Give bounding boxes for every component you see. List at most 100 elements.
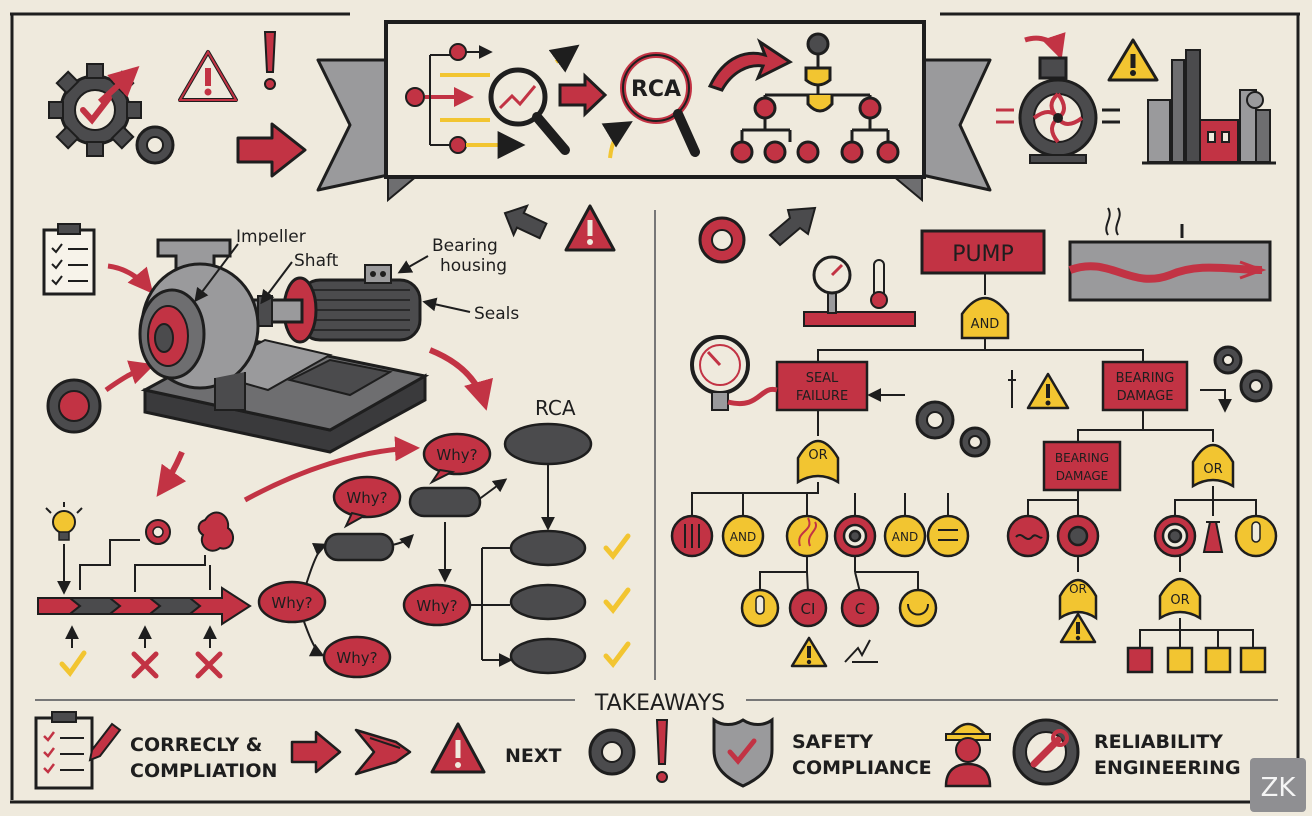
- takeaway-safety-line1: SAFETY: [792, 731, 873, 753]
- takeaway-safety-line2: COMPLIANCE: [792, 757, 932, 779]
- fault-tree-lines: [691, 273, 1257, 648]
- lightbulb-icon: [45, 502, 83, 541]
- seal-failure-label-2: FAILURE: [796, 389, 848, 404]
- top-event-label: PUMP: [952, 242, 1014, 267]
- warning-icon: [1107, 38, 1159, 82]
- exclamation-icon: [655, 719, 669, 783]
- why-bubble-4: Why?: [402, 583, 472, 627]
- gear-icon: [698, 216, 746, 264]
- impeller-label: Impeller: [236, 227, 306, 247]
- fault-tree-top-event: PUMP: [920, 229, 1046, 275]
- checklist-pencil-icon: [34, 711, 122, 790]
- takeaways-title: TAKEAWAYS: [594, 691, 725, 716]
- arrow-right-icon: [236, 122, 307, 178]
- cross-icon: [195, 651, 223, 679]
- c-event-label: C: [855, 600, 865, 618]
- ci-event-label: CI: [801, 600, 816, 618]
- center-top-icons: [503, 204, 616, 252]
- takeaway-1-line1: CORRECLY &: [130, 734, 262, 756]
- sub-bearing-label-1: BEARING: [1055, 451, 1109, 465]
- why-text-1: Why?: [436, 446, 477, 464]
- arrow-down-left: [156, 450, 187, 497]
- why-text-2: Why?: [346, 489, 387, 507]
- rca-flow-title: RCA: [535, 396, 576, 420]
- why-bubble-3: Why?: [257, 580, 327, 624]
- why-text-5: Why?: [336, 649, 377, 667]
- bearing-housing-label-2: housing: [440, 256, 507, 276]
- gear-icon: [145, 519, 171, 545]
- check-icons: [603, 533, 631, 668]
- gears-icon: [1213, 345, 1273, 403]
- factory-icon: [1142, 49, 1276, 165]
- arrow-to-rca: [428, 347, 493, 411]
- pump-callouts: [194, 243, 471, 313]
- or-gate-lower-1: OR: [1058, 578, 1098, 621]
- why-text-3: Why?: [271, 594, 312, 612]
- bearing-damage-label-2: DAMAGE: [1117, 389, 1174, 404]
- scribble-icon: [844, 639, 878, 663]
- bearing-housing-label-1: Bearing: [432, 236, 498, 256]
- warning-icon: [178, 50, 238, 102]
- pump-icon: [996, 32, 1120, 164]
- arrow-icon: [104, 360, 155, 393]
- why-bubble-2: Why?: [332, 475, 402, 529]
- cross-icon: [131, 651, 159, 679]
- blob-icon: [197, 511, 235, 552]
- checklist-icon: [42, 223, 96, 296]
- sub-bearing-label-2: DAMAGE: [1056, 469, 1108, 483]
- bearing-damage-label-1: BEARING: [1116, 371, 1175, 386]
- takeaway-1-line2: COMPLIATION: [130, 760, 277, 782]
- rca-banner: [316, 20, 992, 203]
- and-gate-top-label: AND: [971, 317, 1000, 332]
- pipeline-icon: [1068, 207, 1272, 302]
- worker-icon: [944, 722, 992, 788]
- why-bubble-5: Why?: [322, 635, 392, 679]
- and-gate-a-label: AND: [730, 530, 756, 544]
- shield-icon: [712, 717, 774, 788]
- magnifier-icon: [488, 44, 580, 155]
- gauge-thermometer-icon: [803, 255, 916, 327]
- why-bubble-1: Why?: [422, 432, 492, 485]
- why-text-4: Why?: [416, 597, 457, 615]
- probe-warning-icon: [1008, 370, 1070, 410]
- curved-arrow-icon: [707, 38, 793, 92]
- or-gate-lower-1-label: OR: [1069, 582, 1087, 596]
- gear-icon: [135, 125, 175, 165]
- takeaway-reliability-line2: ENGINEERING: [1094, 757, 1241, 779]
- why-flow-connectors: [243, 436, 555, 660]
- warning-icon: [790, 636, 828, 668]
- arrow-icon: [107, 263, 154, 294]
- lower-events: [740, 588, 938, 628]
- seal-failure-label-1: SEAL: [806, 371, 839, 386]
- or-gate-lower-2-label: OR: [1170, 593, 1189, 608]
- arrow-icon: [768, 206, 817, 247]
- or-gate-seal-label: OR: [808, 448, 827, 463]
- basic-events-row: [670, 514, 1278, 558]
- bottom-squares: [1126, 646, 1267, 674]
- takeaway-reliability-line1: RELIABILITY: [1094, 731, 1223, 753]
- arrows-icon: [290, 728, 412, 776]
- exclamation-icon: [263, 31, 277, 90]
- zk-logo: ZK: [1250, 758, 1306, 812]
- gear-icon: [46, 378, 102, 434]
- gauge-icon: [690, 335, 778, 411]
- fault-tree-icon: [730, 32, 900, 164]
- gear-check-icon: [48, 63, 142, 157]
- or-gate-seal: OR: [796, 439, 840, 485]
- or-gate-lower-2: OR: [1158, 577, 1202, 621]
- seal-failure-event: SEAL FAILURE: [775, 360, 869, 412]
- timeline-connectors: [57, 539, 211, 595]
- gear-icon: [588, 728, 636, 776]
- sub-bearing-damage-event: BEARING DAMAGE: [1042, 440, 1122, 492]
- centrifugal-pump-illustration: [138, 238, 430, 454]
- timeline-outcomes: [65, 625, 217, 648]
- warning-icon: [1059, 612, 1097, 644]
- and-gate-top: AND: [960, 296, 1010, 340]
- frame: [10, 12, 1300, 804]
- banner-arrow-icon: [558, 72, 608, 118]
- banner-rca-label: RCA: [631, 77, 681, 102]
- or-gate-right-label: OR: [1203, 462, 1222, 477]
- and-gate-b-label: AND: [892, 530, 918, 544]
